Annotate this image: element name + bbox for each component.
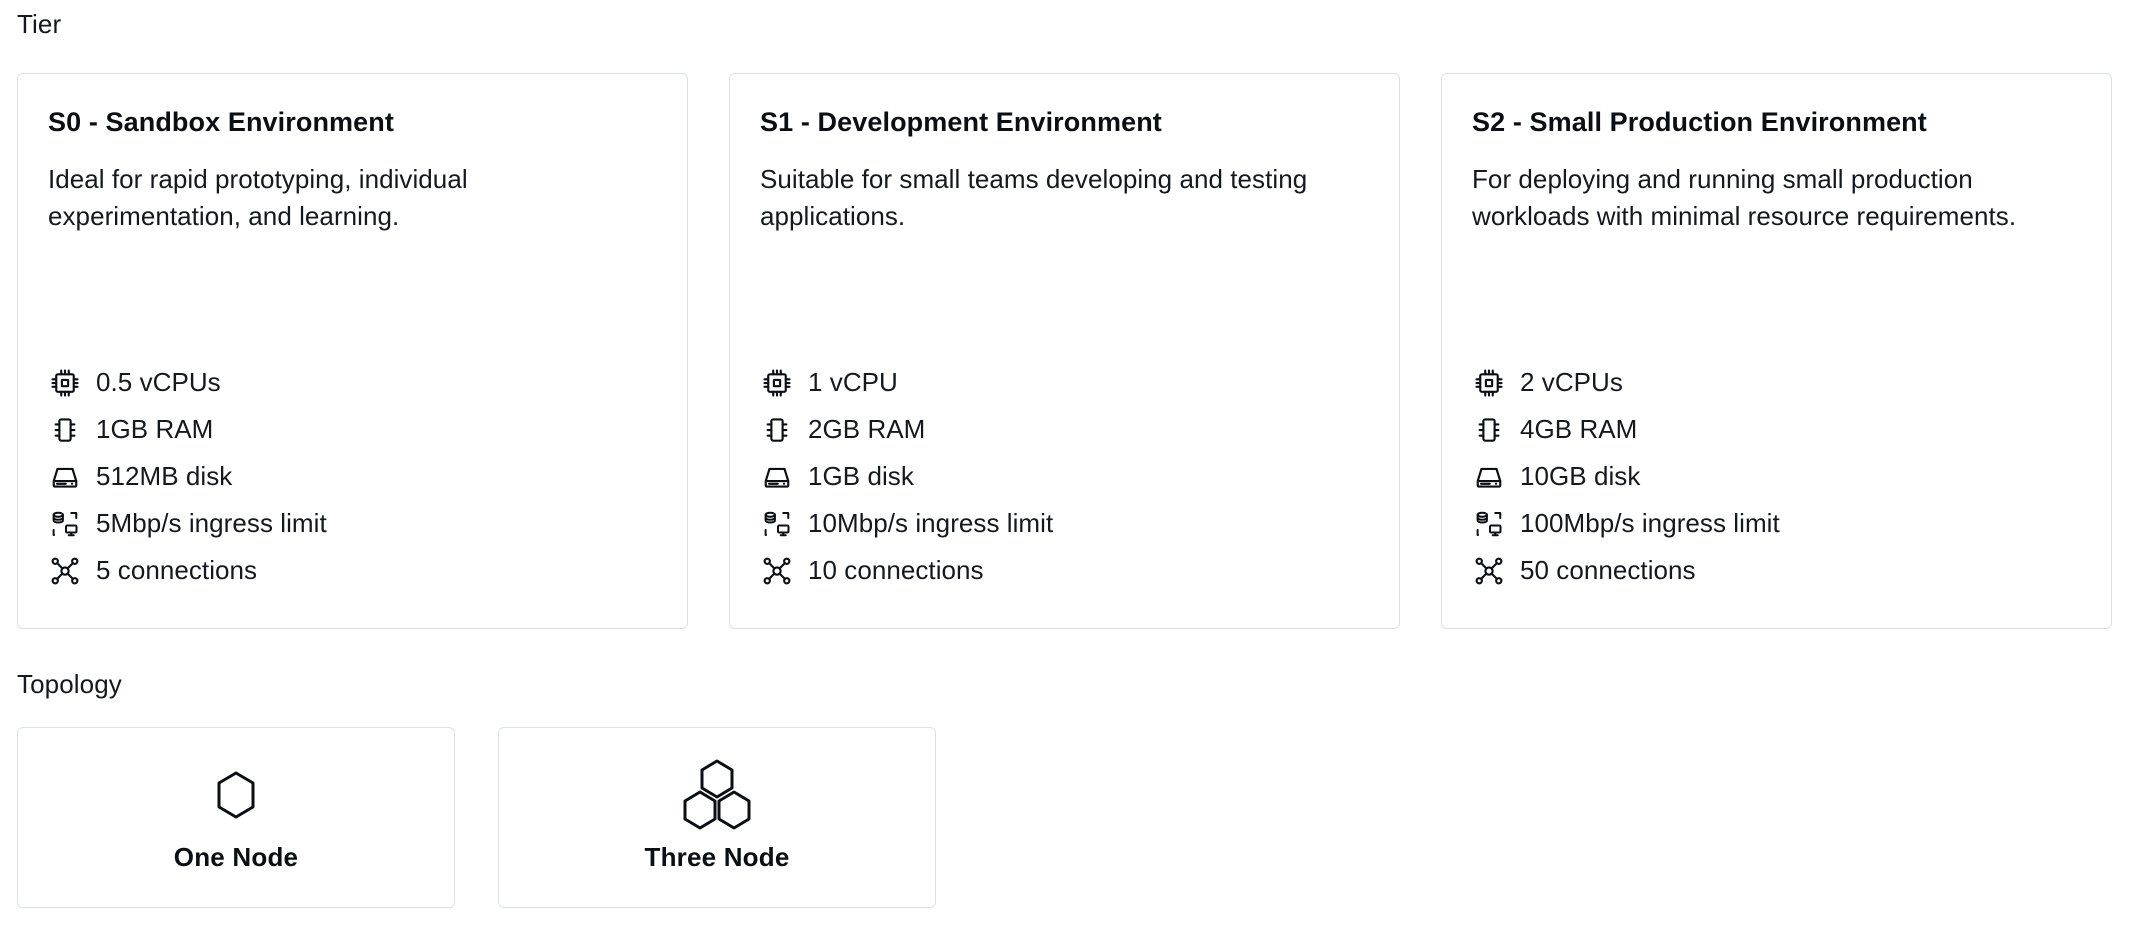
tier-card-title: S2 - Small Production Environment — [1472, 107, 1927, 137]
spec-label: 10GB disk — [1520, 461, 1641, 492]
memory-icon — [1472, 413, 1506, 447]
spec-row-memory: 2GB RAM — [760, 413, 1369, 447]
spec-label: 512MB disk — [96, 461, 233, 492]
spec-row-disk: 10GB disk — [1472, 460, 2081, 494]
spec-label: 1GB disk — [808, 461, 914, 492]
network-icon — [1472, 507, 1506, 541]
spec-row-connections: 5 connections — [48, 554, 657, 588]
topology-section-label: Topology — [17, 669, 122, 699]
tier-card-s2[interactable]: S2 - Small Production Environment For de… — [1441, 73, 2112, 629]
spec-label: 10Mbp/s ingress limit — [808, 508, 1054, 539]
network-icon — [48, 507, 82, 541]
tier-card-s1[interactable]: S1 - Development Environment Suitable fo… — [729, 73, 1400, 629]
spec-row-cpu: 0.5 vCPUs — [48, 366, 657, 400]
spec-row-memory: 4GB RAM — [1472, 413, 2081, 447]
network-icon — [760, 507, 794, 541]
cpu-icon — [760, 366, 794, 400]
tier-spec-list: 2 vCPUs 4GB RAM — [1472, 348, 2081, 602]
connections-icon — [760, 554, 794, 588]
tier-spec-list: 0.5 vCPUs 1GB RAM — [48, 348, 657, 602]
cpu-icon — [1472, 366, 1506, 400]
hexagon-single-icon — [213, 762, 259, 828]
topology-card-three-node[interactable]: Three Node — [498, 727, 936, 908]
spec-label: 4GB RAM — [1520, 414, 1638, 445]
tier-card-title: S0 - Sandbox Environment — [48, 107, 394, 137]
spec-row-memory: 1GB RAM — [48, 413, 657, 447]
topology-card-label: Three Node — [644, 841, 790, 872]
spec-row-disk: 512MB disk — [48, 460, 657, 494]
tier-card-description: Suitable for small teams developing and … — [760, 163, 1308, 232]
tier-card-description: For deploying and running small producti… — [1472, 163, 2017, 232]
tier-card-s0[interactable]: S0 - Sandbox Environment Ideal for rapid… — [17, 73, 688, 629]
topology-card-one-node[interactable]: One Node — [17, 727, 455, 908]
spec-label: 50 connections — [1520, 555, 1696, 586]
spec-label: 10 connections — [808, 555, 984, 586]
disk-icon — [1472, 460, 1506, 494]
tier-card-list: S0 - Sandbox Environment Ideal for rapid… — [17, 73, 2113, 629]
spec-label: 1 vCPU — [808, 367, 898, 398]
spec-label: 2 vCPUs — [1520, 367, 1623, 398]
spec-row-network: 10Mbp/s ingress limit — [760, 507, 1369, 541]
connections-icon — [48, 554, 82, 588]
hexagon-triple-icon — [675, 759, 759, 830]
cpu-icon — [48, 366, 82, 400]
spec-row-network: 100Mbp/s ingress limit — [1472, 507, 2081, 541]
memory-icon — [760, 413, 794, 447]
spec-row-cpu: 1 vCPU — [760, 366, 1369, 400]
spec-row-cpu: 2 vCPUs — [1472, 366, 2081, 400]
disk-icon — [48, 460, 82, 494]
memory-icon — [48, 413, 82, 447]
spec-row-network: 5Mbp/s ingress limit — [48, 507, 657, 541]
spec-label: 5Mbp/s ingress limit — [96, 508, 327, 539]
tier-spec-list: 1 vCPU 2GB RAM — [760, 348, 1369, 602]
topology-card-list: One Node Three Node — [17, 727, 936, 908]
topology-card-label: One Node — [173, 841, 299, 872]
tier-section-label: Tier — [17, 9, 62, 39]
spec-label: 100Mbp/s ingress limit — [1520, 508, 1780, 539]
disk-icon — [760, 460, 794, 494]
spec-label: 0.5 vCPUs — [96, 367, 221, 398]
spec-row-connections: 50 connections — [1472, 554, 2081, 588]
spec-label: 5 connections — [96, 555, 258, 586]
spec-label: 1GB RAM — [96, 414, 214, 445]
spec-row-connections: 10 connections — [760, 554, 1369, 588]
connections-icon — [1472, 554, 1506, 588]
tier-card-description: Ideal for rapid prototyping, individual … — [48, 163, 468, 232]
spec-row-disk: 1GB disk — [760, 460, 1369, 494]
spec-label: 2GB RAM — [808, 414, 926, 445]
tier-card-title: S1 - Development Environment — [760, 107, 1162, 137]
